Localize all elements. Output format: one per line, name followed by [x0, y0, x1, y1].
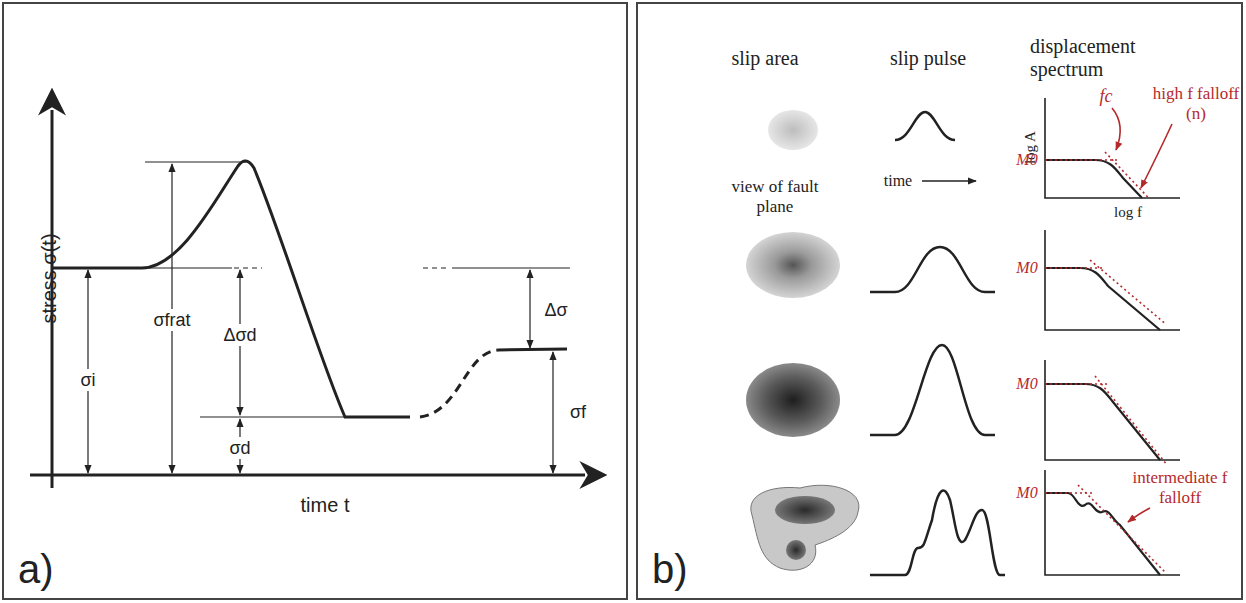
column-heading: displacement spectrum	[1030, 35, 1180, 81]
stress-symbol: σi	[78, 369, 97, 392]
dimension-arrows	[88, 164, 553, 473]
corner-frequency: fc	[1100, 86, 1113, 107]
slip-pulses	[870, 112, 1005, 575]
moment-label: M0	[1016, 151, 1037, 169]
column-heading: slip pulse	[890, 47, 966, 70]
spectrum-plot	[1045, 230, 1180, 330]
panel-letter: b)	[652, 547, 688, 592]
moment-label: M0	[1016, 375, 1037, 393]
callout-note: high f falloff (n)	[1150, 84, 1242, 123]
moment-label: M0	[1016, 259, 1037, 277]
axis-label: time	[884, 172, 912, 190]
spectrum-plot	[1045, 98, 1180, 198]
axis-label: time t	[301, 494, 350, 517]
stress-symbol: Δσ	[544, 300, 567, 321]
callout-note: intermediate f falloff	[1125, 468, 1235, 507]
axis-label: stress σ(t)	[38, 233, 61, 323]
stress-symbol: σf	[570, 402, 586, 423]
stress-symbol: Δσd	[221, 324, 258, 347]
caption-note: view of fault plane	[718, 177, 833, 216]
stress-symbol: σd	[227, 437, 252, 460]
panel-letter: a)	[18, 547, 54, 592]
column-heading: slip area	[731, 47, 798, 70]
guide-lines	[70, 162, 570, 417]
figure-panel: b)	[636, 2, 1243, 600]
axes	[30, 110, 585, 488]
callout-arrows	[1112, 108, 1172, 522]
stress-curve	[52, 161, 567, 417]
spectrum-plot	[1045, 360, 1180, 464]
moment-label: M0	[1016, 484, 1037, 502]
axis-label: log f	[1114, 204, 1142, 221]
stress-symbol: σfrat	[151, 309, 192, 332]
